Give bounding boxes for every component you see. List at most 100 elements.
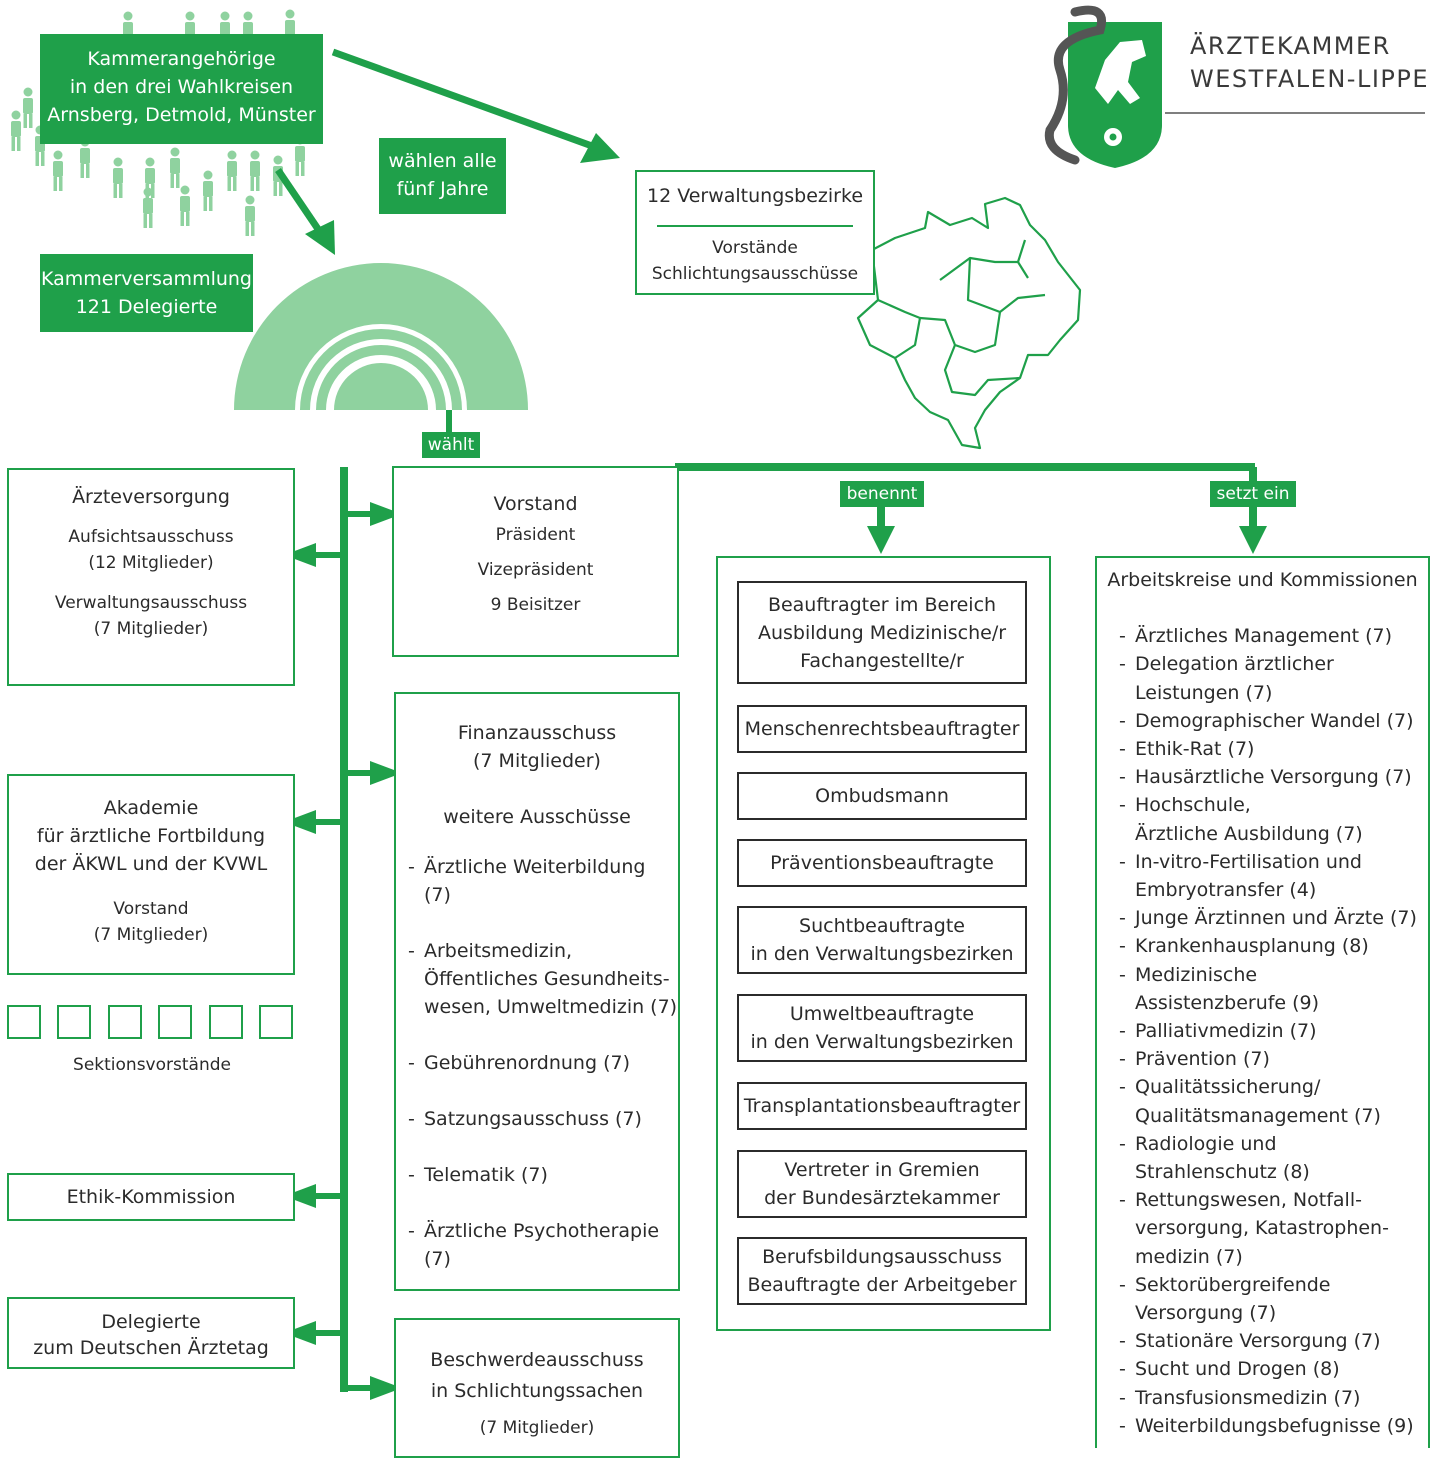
ethik-box: Ethik-Kommission xyxy=(7,1173,295,1221)
list-item-line: Hausärztliche Versorgung (7) xyxy=(1135,766,1412,789)
beauftragte-item: Präventionsbeauftragte xyxy=(737,839,1027,887)
list-item-line: Ethik-Rat (7) xyxy=(1135,738,1255,761)
list-item-line: Prävention (7) xyxy=(1135,1048,1270,1071)
list-item-line: Sektorübergreifende xyxy=(1135,1273,1331,1296)
vorstand-box: Vorstand Präsident Vizepräsident 9 Beisi… xyxy=(392,466,679,657)
assembly-line-1: Kammerversammlung xyxy=(40,268,252,290)
list-item-line: Ärztliche Ausbildung (7) xyxy=(1135,822,1363,845)
districts-divider xyxy=(657,225,853,227)
tag-waehlt: wählt xyxy=(422,432,480,458)
list-item: Stationäre Versorgung (7) xyxy=(1117,1327,1428,1355)
list-item: Arbeitsmedizin,Öffentliches Gesundheits-… xyxy=(406,937,678,1021)
districts-line-1: Vorstände xyxy=(712,238,798,258)
akademie-box: Akademie für ärztliche Fortbildung der Ä… xyxy=(7,774,295,975)
sektion-square xyxy=(108,1005,142,1039)
list-item-line: versorgung, Katastrophen- xyxy=(1135,1217,1389,1240)
elect-arrows xyxy=(275,48,620,255)
districts-line-2: Schlichtungsausschüsse xyxy=(651,264,859,284)
aerzteversorgung-title: Ärzteversorgung xyxy=(72,486,230,508)
list-item-line: wesen, Umweltmedizin (7) xyxy=(424,996,678,1018)
assembly-arch-icon xyxy=(234,263,528,410)
list-item-line: Qualitätssicherung/ xyxy=(1135,1076,1321,1099)
beauftragte-line: Vertreter in Gremien xyxy=(784,1159,980,1181)
sektionen-label: Sektionsvorstände xyxy=(73,1055,231,1075)
beauftragte-item: Transplantationsbeauftragter xyxy=(737,1082,1027,1130)
list-item-line: Medizinische xyxy=(1135,963,1258,986)
list-item: Transfusionsmedizin (7) xyxy=(1117,1384,1428,1412)
arbeitskreise-list: Ärztliches Management (7)Delegation ärzt… xyxy=(1117,622,1428,1440)
sektion-square xyxy=(7,1005,41,1039)
arbeitskreise-box: Arbeitskreise und Kommissionen Ärztliche… xyxy=(1095,556,1430,1448)
aerzteversorgung-line-1: Aufsichtsausschuss xyxy=(68,527,234,547)
beauftragte-item: Ombudsmann xyxy=(737,772,1027,820)
list-item-line: Leistungen (7) xyxy=(1135,681,1273,704)
districts-title: 12 Verwaltungsbezirke xyxy=(646,185,864,207)
list-item-line: Radiologie und xyxy=(1135,1132,1277,1155)
beauftragte-line: Fachangestellte/r xyxy=(800,649,964,672)
finanz-box: Finanzausschuss (7 Mitglieder) weitere A… xyxy=(394,692,680,1291)
aerzteversorgung-box: Ärzteversorgung Aufsichtsausschuss (12 M… xyxy=(7,468,295,686)
list-item: Junge Ärztinnen und Ärzte (7) xyxy=(1117,904,1428,932)
beschwerde-line-3: (7 Mitglieder) xyxy=(479,1418,595,1438)
akademie-line-5: (7 Mitglieder) xyxy=(93,925,209,945)
list-item-line: Satzungsausschuss (7) xyxy=(424,1108,642,1130)
list-item-line: Hochschule, xyxy=(1135,794,1251,817)
members-line-2: in den drei Wahlkreisen xyxy=(69,76,294,98)
sektion-square xyxy=(259,1005,293,1039)
list-item: Weiterbildungsbefugnisse (9) xyxy=(1117,1412,1428,1440)
list-item-line: Krankenhausplanung (8) xyxy=(1135,935,1369,958)
assembly-line-2: 121 Delegierte xyxy=(75,296,218,318)
list-item-line: Junge Ärztinnen und Ärzte (7) xyxy=(1135,907,1417,930)
list-item-line: medizin (7) xyxy=(1135,1245,1243,1268)
beauftragte-line: in den Verwaltungsbezirken xyxy=(750,943,1014,965)
list-item-line: Strahlenschutz (8) xyxy=(1135,1161,1310,1184)
beauftragte-line: Präventionsbeauftragte xyxy=(770,852,994,874)
list-item-line: Ärztliche Psychotherapie xyxy=(424,1220,660,1242)
beauftragte-line: Ombudsmann xyxy=(815,785,949,807)
assembly-box: Kammerversammlung 121 Delegierte xyxy=(40,254,253,332)
list-item-line: Sucht und Drogen (8) xyxy=(1135,1358,1340,1381)
finanz-subtitle: weitere Ausschüsse xyxy=(443,806,631,828)
vorstand-line-1: Präsident xyxy=(495,525,576,545)
list-item: Telematik (7) xyxy=(406,1161,678,1189)
vorstand-title: Vorstand xyxy=(493,493,578,515)
beauftragte-line: Berufsbildungsausschuss xyxy=(762,1246,1002,1268)
akademie-line-2: für ärztliche Fortbildung xyxy=(36,825,266,847)
list-item: Qualitätssicherung/Qualitätsmanagement (… xyxy=(1117,1073,1428,1129)
elect-label-line-2: fünf Jahre xyxy=(396,178,489,200)
list-item: Ärztliche Weiterbildung (7) xyxy=(406,853,678,909)
list-item: Hochschule, Ärztliche Ausbildung (7) xyxy=(1117,791,1428,847)
logo-line-1: ÄRZTEKAMMER xyxy=(1190,32,1391,60)
beauftragte-line: Transplantationsbeauftragter xyxy=(743,1095,1021,1117)
list-item: Demographischer Wandel (7) xyxy=(1117,707,1428,735)
aerzteversorgung-line-2: (12 Mitglieder) xyxy=(88,553,214,573)
members-line-3: Arnsberg, Detmold, Münster xyxy=(47,104,316,126)
list-item-line: Delegation ärztlicher xyxy=(1135,653,1334,676)
aerztekammer-logo-icon xyxy=(1044,5,1425,168)
list-item-line: Öffentliches Gesundheits- xyxy=(424,968,670,990)
beschwerde-box: Beschwerdeausschuss in Schlichtungssache… xyxy=(394,1318,680,1458)
arbeitskreise-title: Arbeitskreise und Kommissionen xyxy=(1107,569,1418,591)
list-item: Sucht und Drogen (8) xyxy=(1117,1355,1428,1383)
list-item-line: Embryotransfer (4) xyxy=(1135,879,1317,902)
list-item: Ärztliches Management (7) xyxy=(1117,622,1428,650)
list-item-line: Demographischer Wandel (7) xyxy=(1135,709,1414,732)
delegierte-line-2: zum Deutschen Ärztetag xyxy=(33,1337,269,1359)
districts-box: 12 Verwaltungsbezirke Vorstände Schlicht… xyxy=(635,170,875,295)
elect-label-line-1: wählen alle xyxy=(388,150,497,172)
list-item-line: Versorgung (7) xyxy=(1135,1302,1277,1325)
list-item-line: (7) xyxy=(424,1248,451,1270)
list-item-line: Ärztliches Management (7) xyxy=(1135,625,1393,648)
list-item-line: Weiterbildungsbefugnisse (9) xyxy=(1135,1414,1414,1437)
aerzteversorgung-line-3: Verwaltungsausschuss xyxy=(54,593,248,613)
logo-text: ÄRZTEKAMMER WESTFALEN-LIPPE xyxy=(1190,30,1430,96)
sektion-square xyxy=(209,1005,243,1039)
structure-lines xyxy=(284,410,1267,1400)
beauftragte-line: in den Verwaltungsbezirken xyxy=(750,1031,1014,1053)
